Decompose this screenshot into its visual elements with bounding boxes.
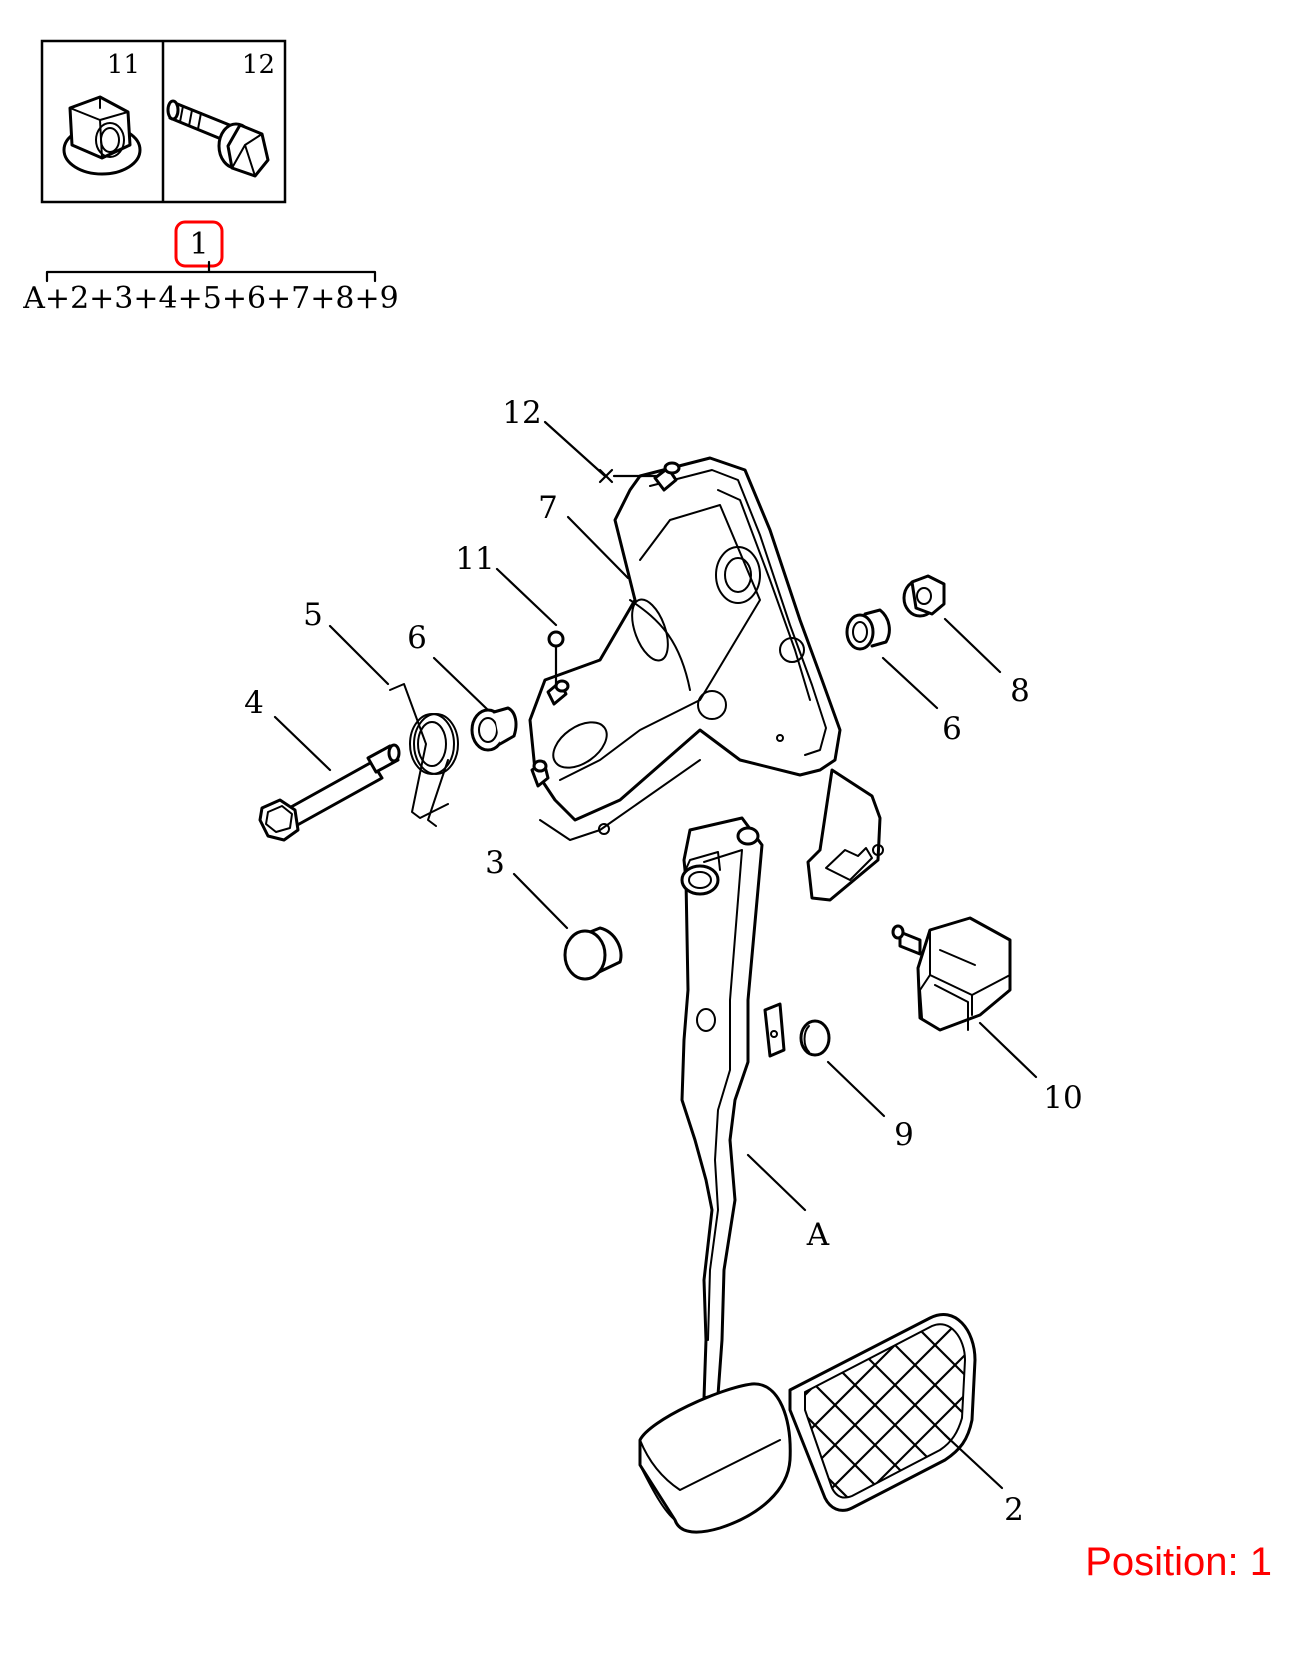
- callout-10: 10: [1043, 1080, 1082, 1116]
- callout-6-left: 6: [407, 620, 427, 656]
- bushing-6-right: [845, 608, 891, 651]
- pivot-bolt-4: [258, 743, 401, 842]
- callout-6-right: 6: [942, 711, 962, 747]
- callout-3: 3: [485, 845, 505, 881]
- inset-parts-table: 11 12 1 A+2+3+4+5+6+7+8+9: [22, 39, 399, 316]
- nut-8: [902, 574, 946, 618]
- pedal-pad-2: [788, 1313, 977, 1512]
- leader-lines: [273, 420, 1038, 1490]
- callout-4: 4: [244, 685, 264, 721]
- callout-5: 5: [303, 597, 323, 633]
- cap-9: [799, 1019, 831, 1057]
- assembly-brace: [45, 260, 377, 283]
- assembly-number-highlight: [174, 220, 224, 268]
- inset-label-12: 12: [242, 50, 275, 80]
- position-label: Position: 1: [1085, 1540, 1272, 1584]
- bushing-3: [563, 926, 623, 981]
- clip-11: [547, 630, 565, 648]
- assembly-formula: A+2+3+4+5+6+7+8+9: [22, 281, 398, 316]
- callout-8: 8: [1010, 673, 1030, 709]
- inset-label-11: 11: [107, 50, 140, 80]
- assembly-number: 1: [189, 227, 208, 262]
- callout-12: 12: [502, 395, 541, 431]
- stop-switch-10: [891, 916, 1012, 1032]
- return-spring-5: [389, 683, 459, 827]
- pedal-bracket-7: [528, 456, 884, 902]
- callout-7: 7: [538, 490, 558, 526]
- flange-bolt-icon: [166, 99, 270, 178]
- callout-A: A: [806, 1217, 830, 1253]
- flange-nut-icon: [62, 95, 142, 176]
- pedal-arm-A: [638, 816, 792, 1534]
- callout-2: 2: [1004, 1492, 1024, 1528]
- callout-11: 11: [455, 541, 494, 577]
- bushing-6-left: [470, 706, 518, 752]
- callout-9: 9: [894, 1117, 914, 1153]
- callout-numbers: 12 7 11 5 6 4 3 8 6 10 9 A 2: [244, 395, 1083, 1528]
